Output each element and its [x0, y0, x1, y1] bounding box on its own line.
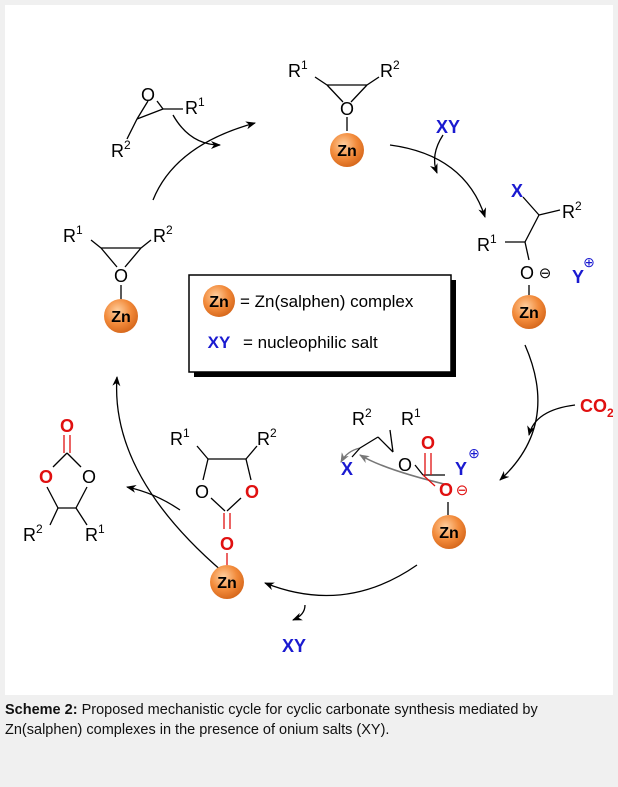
co2-reagent: CO2 — [580, 396, 613, 420]
svg-text:R1: R1 — [170, 426, 190, 449]
coordinated-cyclic-carbonate — [196, 445, 258, 512]
zn-sphere-bottom-right: Zn — [432, 515, 466, 549]
epoxide-oxygen: O — [141, 85, 155, 105]
svg-text:⊕: ⊕ — [468, 445, 480, 461]
substrate-entry-arrow — [172, 114, 221, 149]
svg-text:O: O — [195, 482, 209, 502]
svg-text:O: O — [245, 482, 259, 502]
svg-text:Zn: Zn — [217, 575, 237, 592]
cycle-arrow-left — [112, 376, 224, 573]
cycle-arrow-top-right — [389, 144, 487, 218]
ring-closing-arrow — [359, 454, 449, 486]
cycle-arrow-bottom — [264, 564, 418, 597]
zn-sphere-top: Zn — [330, 133, 364, 167]
svg-text:⊖: ⊖ — [456, 482, 469, 499]
svg-text:Zn: Zn — [439, 525, 459, 542]
svg-text:Zn: Zn — [519, 305, 539, 322]
svg-text:X: X — [341, 459, 353, 479]
figure-caption: Scheme 2: Proposed mechanistic cycle for… — [5, 700, 609, 785]
mechanism-diagram: O R1 R2 O R1 R2 Zn XY — [23, 58, 613, 656]
svg-text:O: O — [39, 467, 53, 487]
caption-text: Proposed mechanistic cycle for cyclic ca… — [5, 702, 538, 738]
coordinated-epoxide-left — [90, 239, 152, 299]
svg-text:R2: R2 — [23, 522, 43, 545]
svg-text:O: O — [520, 263, 534, 283]
svg-text:O: O — [82, 467, 96, 487]
coordinated-epoxide-top — [314, 76, 380, 131]
svg-text:O: O — [340, 99, 354, 119]
co2-entry-arrow — [527, 404, 576, 436]
product-release-arrow — [126, 484, 181, 511]
svg-text:R1: R1 — [288, 58, 308, 81]
legend-xy-text: = nucleophilic salt — [243, 333, 378, 352]
legend-zn-text: = Zn(salphen) complex — [240, 292, 414, 311]
xy-release-arrow — [292, 604, 306, 621]
svg-text:⊖: ⊖ — [539, 265, 552, 282]
svg-text:R2: R2 — [352, 406, 372, 429]
halide-arrow — [340, 447, 361, 463]
xy-reagent-top: XY — [436, 117, 460, 137]
xy-released-bottom: XY — [282, 636, 306, 656]
svg-text:Zn: Zn — [337, 143, 357, 160]
carbonate-intermediate — [351, 429, 445, 476]
legend-box: Zn = Zn(salphen) complex XY = nucleophil… — [188, 274, 456, 377]
caption-label: Scheme 2: — [5, 702, 78, 718]
zn-sphere-bottom: Zn — [210, 565, 244, 599]
svg-text:R2: R2 — [562, 199, 582, 222]
svg-text:Zn: Zn — [111, 309, 131, 326]
svg-text:O: O — [220, 534, 234, 554]
zn-sphere-right: Zn — [512, 295, 546, 329]
svg-text:⊕: ⊕ — [583, 254, 595, 270]
svg-text:O: O — [114, 266, 128, 286]
svg-text:X: X — [511, 181, 523, 201]
svg-text:R1: R1 — [63, 223, 83, 246]
svg-text:Y: Y — [455, 459, 467, 479]
svg-text:R2: R2 — [111, 138, 131, 161]
svg-text:R2: R2 — [153, 223, 173, 246]
zn-sphere-left: Zn — [104, 299, 138, 333]
svg-text:O: O — [60, 416, 74, 436]
svg-text:O: O — [439, 480, 453, 500]
svg-text:R1: R1 — [185, 95, 205, 118]
cycle-arrow-top — [152, 121, 256, 201]
svg-text:Y: Y — [572, 267, 584, 287]
cycle-arrow-right — [499, 344, 539, 481]
svg-text:O: O — [398, 455, 412, 475]
cyclic-carbonate-product — [46, 452, 88, 526]
xy-entry-arrow — [430, 134, 444, 174]
svg-text:Zn: Zn — [209, 294, 229, 311]
svg-text:R1: R1 — [85, 522, 105, 545]
svg-text:R1: R1 — [477, 232, 497, 255]
ring-opened-alkoxide — [505, 196, 561, 295]
legend-zn-symbol: Zn — [203, 285, 235, 317]
legend-xy-symbol: XY — [208, 333, 231, 352]
svg-text:R2: R2 — [257, 426, 277, 449]
svg-text:O: O — [421, 433, 435, 453]
scheme-panel: O R1 R2 O R1 R2 Zn XY — [5, 5, 613, 695]
free-epoxide — [126, 100, 183, 140]
svg-text:R1: R1 — [401, 406, 421, 429]
svg-text:R2: R2 — [380, 58, 400, 81]
